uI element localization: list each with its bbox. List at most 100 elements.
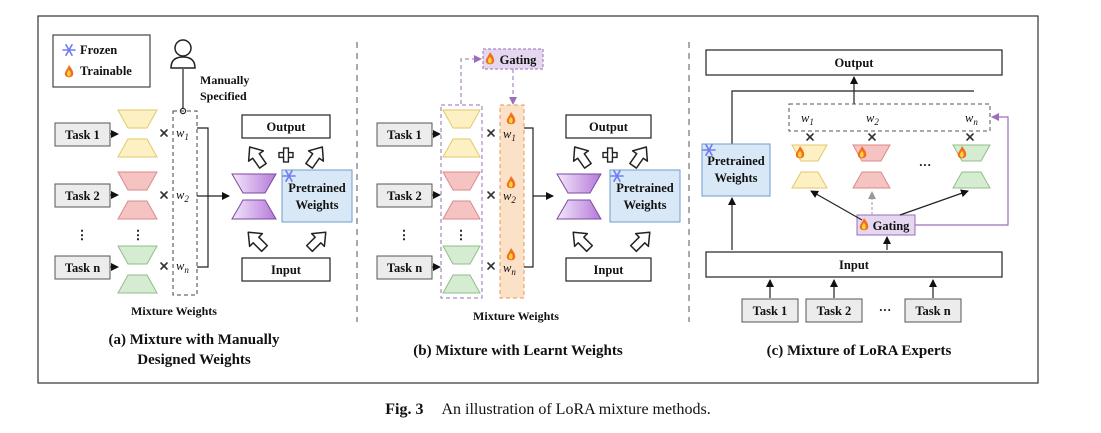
mixture-weights-label: Mixture Weights (473, 309, 559, 323)
hollow-arrow (624, 141, 655, 172)
hollow-arrow (626, 225, 657, 256)
experts-column (440, 104, 483, 299)
panel-c-title: (c) Mixture of LoRA Experts (767, 343, 952, 359)
legend: Frozen Trainable (52, 34, 151, 88)
lora-expert-red (852, 144, 891, 189)
figure-caption: Fig. 3 An illustration of LoRA mixture m… (385, 401, 711, 418)
panel-b-title: (b) Mixture with Learnt Weights (413, 343, 623, 359)
pretrained-weights-box (609, 169, 681, 223)
hollow-arrow (241, 141, 272, 172)
lora-expert-green (952, 144, 991, 189)
panel-a-title-line2: Designed Weights (137, 352, 251, 368)
task-label: Task n (387, 261, 422, 275)
lora-expert-yellow (117, 109, 158, 158)
merged-adapter (556, 173, 602, 220)
weight-w1: w1 (176, 126, 189, 142)
output-box (565, 114, 652, 139)
legend-trainable: Trainable (80, 64, 132, 78)
lora-expert-red (117, 171, 158, 220)
plus-icon (278, 147, 294, 163)
weight-w1: w1 (801, 111, 814, 127)
pretrained-label: Weights (295, 198, 338, 212)
merged-adapter (231, 173, 277, 220)
plus-icon (602, 147, 618, 163)
annotation-line2: Specified (200, 89, 247, 103)
caption-label: Fig. 3 (385, 401, 423, 418)
multiply-icon (966, 133, 974, 141)
task-box (805, 298, 863, 323)
weight-wn: wn (965, 111, 978, 127)
weight-w2: w2 (866, 111, 879, 127)
input-box (705, 251, 1003, 278)
horizontal-ellipsis: ··· (919, 158, 932, 172)
multiply-icon (487, 129, 495, 137)
pretrained-label: Weights (623, 198, 666, 212)
lora-expert-green (442, 245, 481, 294)
output-label: Output (267, 120, 307, 134)
annotation-line1: Manually (200, 73, 249, 87)
output-box (241, 114, 331, 139)
pretrained-label: Pretrained (707, 154, 764, 168)
gating-label: Gating (873, 219, 911, 233)
hollow-arrow (302, 225, 333, 256)
vertical-ellipsis: ⋮ (76, 228, 89, 242)
task-label: Task 1 (65, 128, 100, 142)
multiply-icon (487, 191, 495, 199)
input-box (565, 257, 652, 282)
vertical-ellipsis: ⋮ (398, 228, 411, 242)
lora-expert-yellow (442, 109, 481, 158)
multiply-icon (487, 262, 495, 270)
input-box (241, 257, 331, 282)
multiply-icon (806, 133, 814, 141)
task-label: Task 2 (817, 304, 852, 318)
input-label: Input (594, 263, 625, 277)
output-label: Output (835, 56, 875, 70)
horizontal-ellipsis: ··· (879, 303, 892, 317)
pretrained-weights-box (701, 143, 771, 197)
task-label: Task 1 (753, 304, 788, 318)
panel-b: Gating Task 1 Task 2 Task n ⋮ ⋮ (376, 48, 681, 359)
task-label: Task 1 (387, 128, 422, 142)
multiply-icon (868, 133, 876, 141)
input-label: Input (271, 263, 302, 277)
panel-a: Frozen Trainable Manually Specified Task… (52, 34, 353, 368)
lora-expert-yellow (791, 144, 828, 189)
legend-frozen: Frozen (80, 43, 117, 57)
panel-a-title-line1: (a) Mixture with Manually (109, 332, 280, 348)
pretrained-label: Pretrained (288, 181, 345, 195)
weight-w2: w2 (176, 188, 189, 204)
lora-expert-red (442, 171, 481, 220)
hollow-arrow (566, 141, 597, 172)
lora-expert-green (117, 245, 158, 294)
gating-label: Gating (500, 53, 538, 67)
multiply-icon (160, 262, 168, 270)
multiply-icon (160, 191, 168, 199)
figure-frame (37, 15, 1039, 384)
task-label: Task n (915, 304, 950, 318)
hollow-arrow (300, 141, 331, 172)
output-label: Output (589, 120, 629, 134)
multiply-icon (160, 129, 168, 137)
vertical-ellipsis: ⋮ (132, 228, 145, 242)
person-icon (170, 39, 196, 69)
pretrained-label: Pretrained (616, 181, 673, 195)
input-label: Input (839, 258, 870, 272)
panel-c: Output w1 w2 wn Pretrained Weights ··· (701, 49, 1009, 359)
task-box (904, 298, 962, 323)
mixture-weights-box (172, 110, 198, 296)
learnt-weights-box (499, 104, 525, 299)
hollow-arrow (566, 225, 597, 256)
task-label: Task 2 (387, 189, 422, 203)
vertical-ellipsis: ⋮ (455, 228, 468, 242)
caption-text: An illustration of LoRA mixture methods. (441, 401, 710, 418)
mixture-weights-label: Mixture Weights (131, 304, 217, 318)
weights-row (788, 103, 991, 132)
task-label: Task 2 (65, 189, 100, 203)
weight-wn: wn (176, 259, 189, 275)
output-box (705, 49, 1003, 76)
pretrained-weights-box (281, 169, 353, 223)
pretrained-label: Weights (714, 171, 757, 185)
task-box (741, 298, 799, 323)
task-label: Task n (65, 261, 100, 275)
